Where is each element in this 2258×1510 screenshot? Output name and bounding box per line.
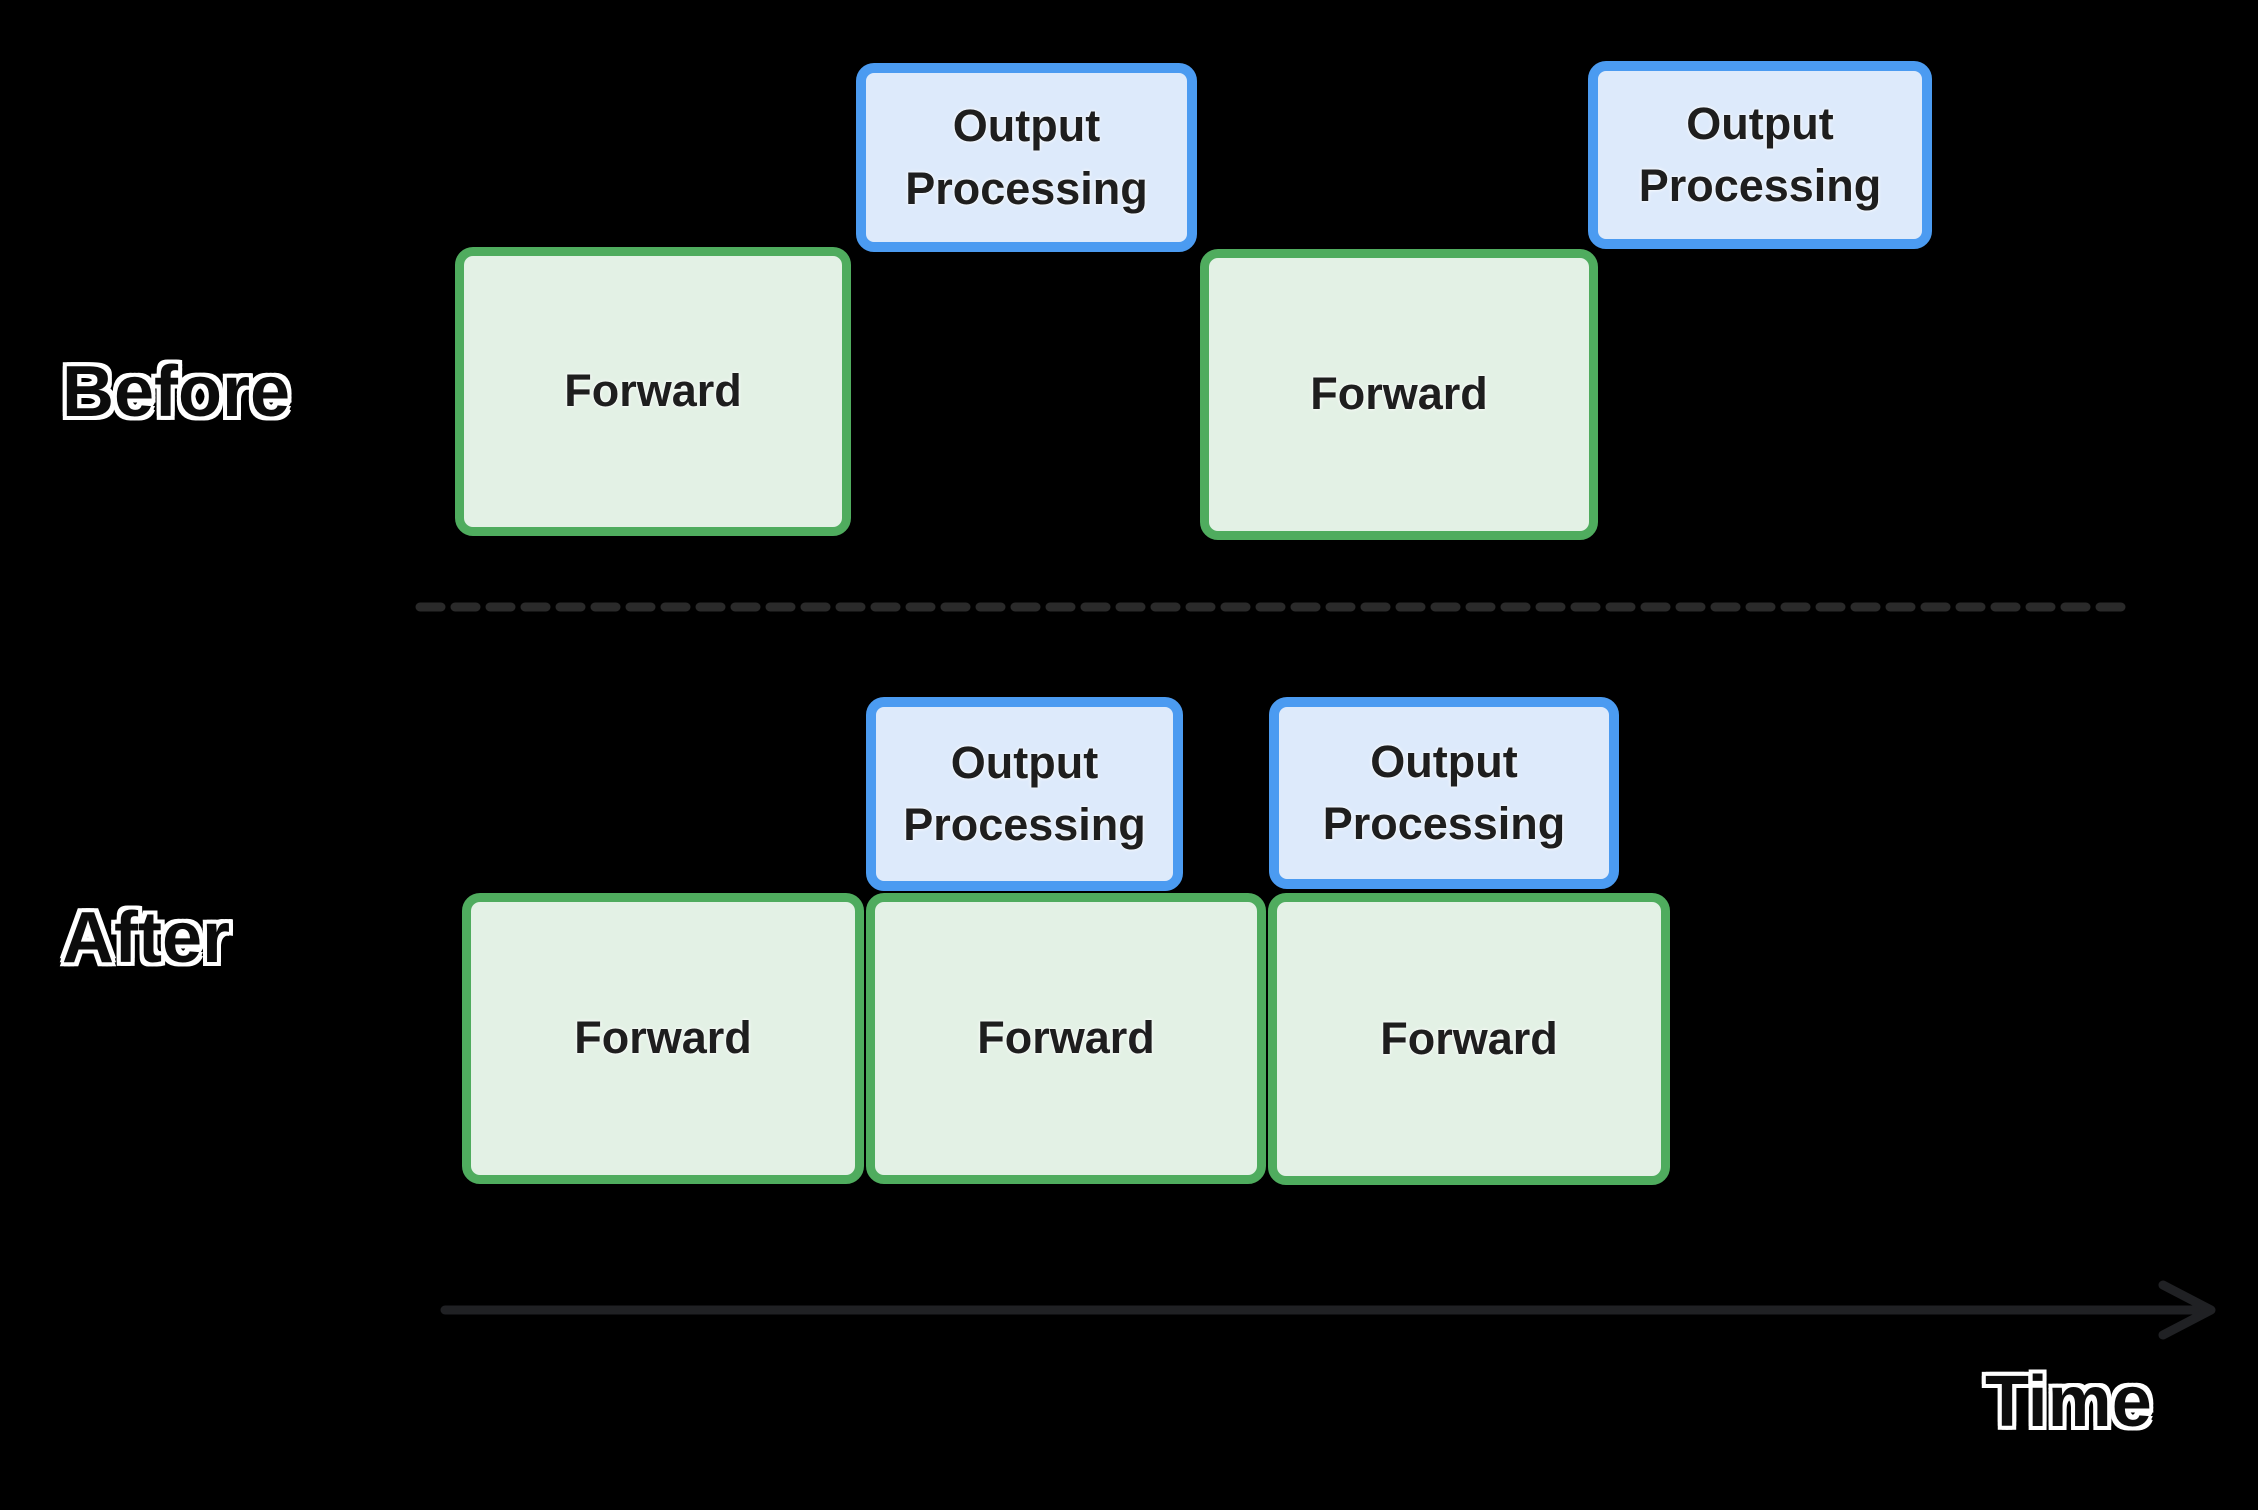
output-box: Output Processing [856, 63, 1197, 252]
output-box: Output Processing [1588, 61, 1932, 249]
output-box: Output Processing [1269, 697, 1619, 889]
forward-box: Forward [866, 893, 1266, 1184]
after-section-label: After [62, 898, 231, 978]
forward-box: Forward [1268, 893, 1670, 1185]
time-axis-label: Time [1985, 1362, 2152, 1442]
before-section-label: Before [62, 352, 291, 432]
forward-box: Forward [455, 247, 851, 536]
forward-box: Forward [1200, 249, 1598, 540]
output-box: Output Processing [866, 697, 1183, 891]
time-axis-arrowhead-icon [2158, 1280, 2216, 1340]
forward-box: Forward [462, 893, 864, 1184]
